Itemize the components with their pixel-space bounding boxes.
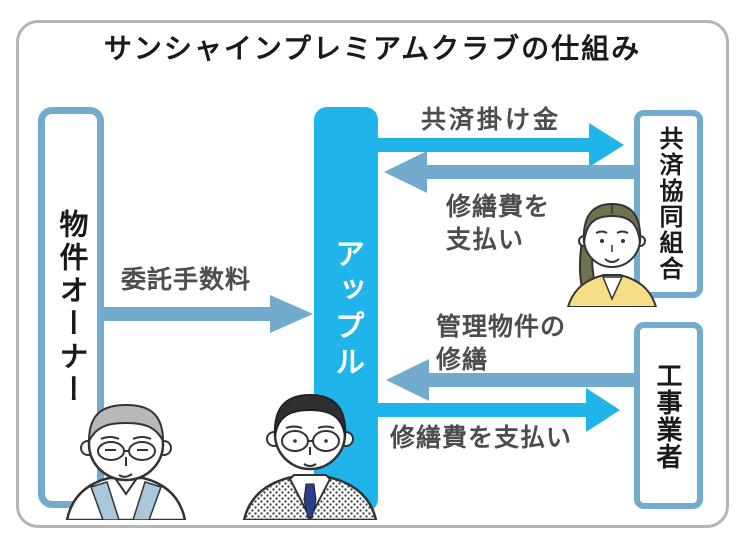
coop-woman-icon [566,202,658,307]
owner-man-icon [65,403,187,520]
elderly-property-owner-illustration [55,399,197,520]
label-fee: 委託手数料 [121,266,252,294]
box-contractor-label: 工事業者 [653,361,683,470]
arrow-repaircost-apple-to-contractor [377,388,620,432]
apple-staff-man-illustration [236,392,384,520]
box-property-owner-label: 物件オーナー [55,208,87,407]
label-coop-pay: 修繕費を 支払い [446,191,550,256]
label-coop-pay-line1: 修繕費を [446,193,551,221]
box-mutual-aid-coop: 共済協同組合 [634,110,703,298]
box-contractor: 工事業者 [634,322,703,509]
label-managed-repair-line2: 修繕 [436,345,489,374]
arrow-repaircost-coop-to-apple [384,151,637,193]
diagram-title: サンシャインプレミアムクラブの仕組み [103,33,642,64]
label-managed-repair: 管理物件の 修繕 [436,311,566,376]
arrow-premium-apple-to-coop [377,123,624,167]
box-apple-label: アップル [330,237,363,382]
coop-staff-woman-illustration [560,199,662,307]
box-mutual-aid-coop-label: 共済協同組合 [655,126,682,282]
box-apple: アップル [314,107,378,512]
apple-staff-icon [242,393,378,520]
arrow-fee-owner-to-apple [103,295,313,333]
label-managed-repair-line1: 管理物件の [436,313,567,341]
label-premium: 共済掛け金 [421,106,562,134]
label-contractor-pay: 修繕費を支払い [390,424,573,452]
arrow-repairwork-contractor-to-apple [386,359,637,401]
label-coop-pay-line2: 支払い [446,225,525,254]
